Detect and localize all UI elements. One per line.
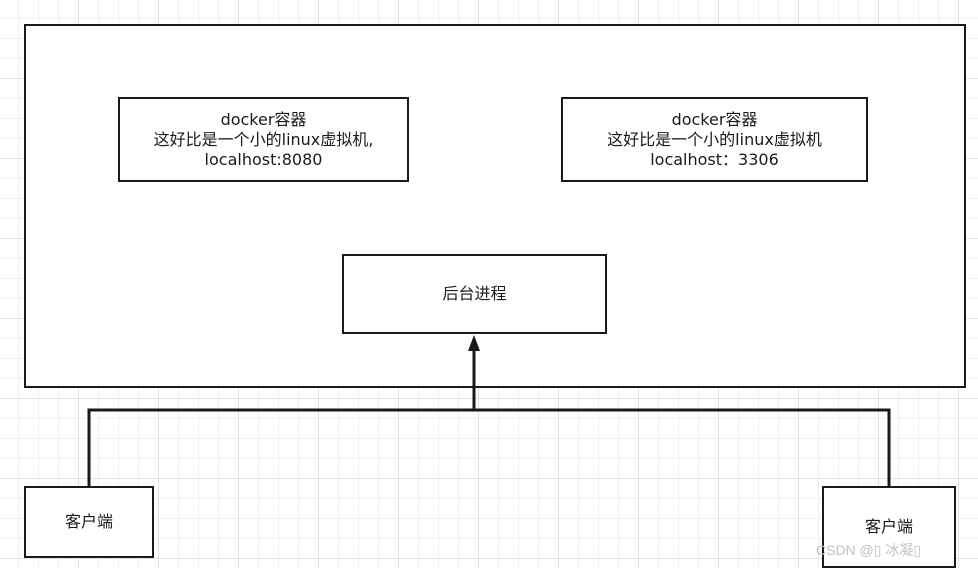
client-label: 客户端 (64, 512, 113, 531)
daemon-label: 后台进程 (442, 284, 507, 303)
container-description: 这好比是一个小的linux虚拟机 (607, 129, 822, 149)
container-title: docker容器 (671, 109, 758, 129)
client-label: 客户端 (864, 517, 913, 536)
daemon-process-box: 后台进程 (342, 254, 607, 334)
container-address: localhost：3306 (650, 149, 779, 169)
container-description: 这好比是一个小的linux虚拟机, (153, 129, 374, 149)
client-left-box: 客户端 (24, 486, 154, 558)
client-left-connector (87, 408, 474, 486)
container-title: docker容器 (220, 109, 307, 129)
docker-container-8080-box: docker容器 这好比是一个小的linux虚拟机, localhost:808… (118, 97, 409, 182)
csdn-watermark: CSDN @▯ 冰凝▯ (816, 542, 922, 558)
docker-container-3306-box: docker容器 这好比是一个小的linux虚拟机 localhost：3306 (561, 97, 868, 182)
client-right-box: 客户端 (822, 486, 956, 568)
container-address: localhost:8080 (204, 149, 323, 169)
arrow-up-icon (468, 335, 480, 351)
client-right-connector (474, 408, 891, 486)
